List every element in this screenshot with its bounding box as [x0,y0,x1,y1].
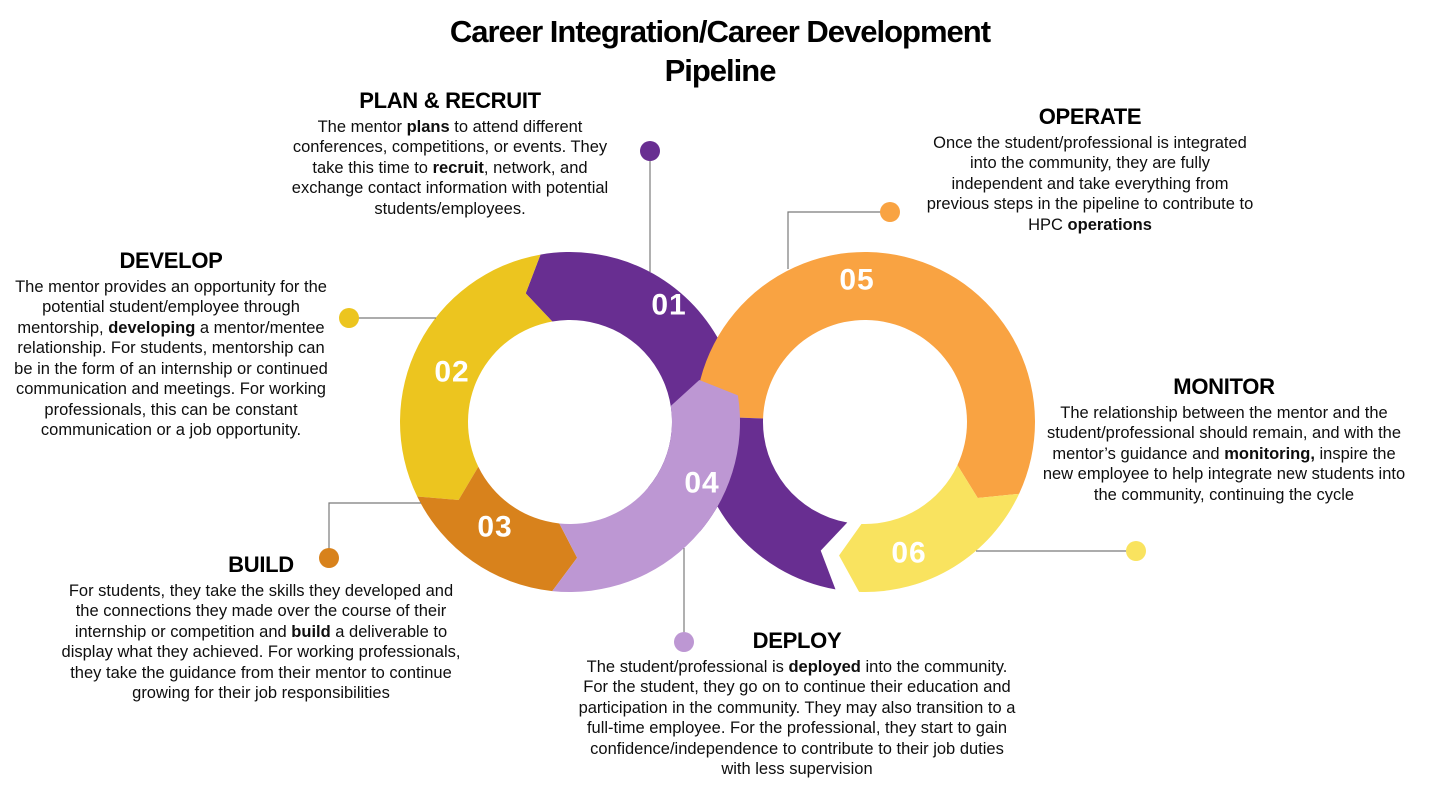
stage-body: The mentor provides an opportunity for t… [14,278,328,440]
connector-dot-operate [880,202,900,222]
stage-body: For students, they take the skills they … [61,582,461,703]
connector-dot-plan-recruit [640,141,660,161]
connector-dot-build [319,548,339,568]
connector-dot-monitor [1126,541,1146,561]
segment-number-06: 06 [891,537,926,570]
stage-deploy: DEPLOY The student/professional is deplo… [578,628,1016,780]
segment-05-orange [695,252,1035,499]
connector-line-build [328,502,421,558]
page-title-line1: Career Integration/Career Development [449,14,991,49]
segment-number-02: 02 [434,356,469,389]
stage-heading: DEPLOY [752,628,842,653]
stage-heading: PLAN & RECRUIT [359,88,541,113]
connector-dot-deploy [674,632,694,652]
connector-dot-develop [339,308,359,328]
segment-number-01: 01 [651,289,686,322]
stage-heading: DEVELOP [119,248,223,273]
stage-plan-recruit: PLAN & RECRUIT The mentor plans to atten… [275,88,625,219]
stage-operate: OPERATE Once the student/professional is… [925,104,1255,235]
stage-build: BUILD For students, they take the skills… [58,552,464,704]
stage-body: The student/professional is deployed int… [578,658,1016,779]
page-title-line2: Pipeline [664,53,777,88]
stage-heading: OPERATE [1038,104,1142,129]
segment-number-03: 03 [477,511,512,544]
segment-06-pale-yellow [839,465,1020,593]
stage-heading: MONITOR [1173,374,1275,399]
segment-number-04: 04 [684,467,719,500]
segment-04-lavender [552,379,741,593]
segment-02-gold [400,254,553,501]
stage-develop: DEVELOP The mentor provides an opportuni… [10,248,332,441]
segment-number-05: 05 [839,264,874,297]
stage-heading: BUILD [228,552,294,577]
stage-body: Once the student/professional is integra… [926,134,1254,234]
connector-line-operate [787,211,890,269]
page-title: Career Integration/Career Development Pi… [0,12,1440,90]
stage-body: The relationship between the mentor and … [1042,404,1406,504]
segment-03-dark-orange [417,466,578,592]
stage-monitor: MONITOR The relationship between the men… [1038,374,1410,505]
stage-body: The mentor plans to attend different con… [291,118,609,218]
